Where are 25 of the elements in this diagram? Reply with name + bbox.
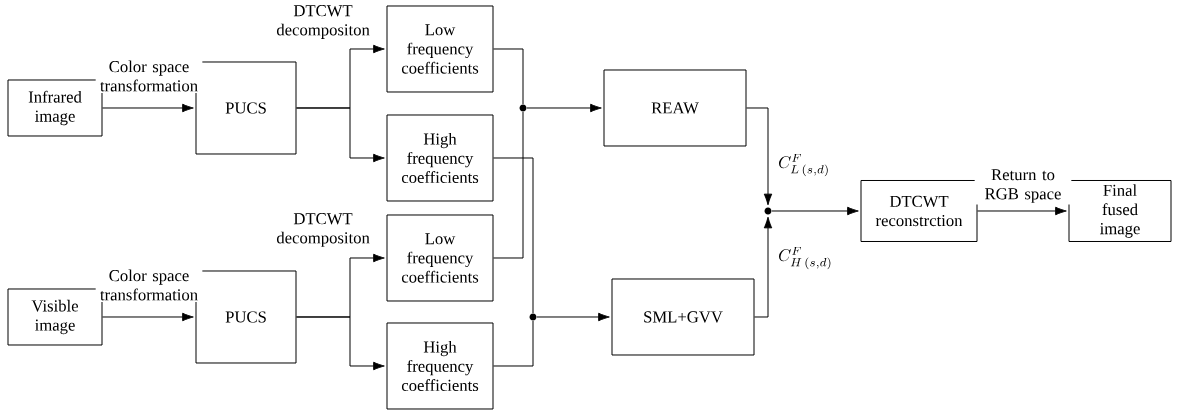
- process-box: High frequency coefficients: [386, 322, 494, 410]
- arrow: [102, 312, 194, 322]
- arrow: [296, 316, 385, 371]
- process-box: High frequency coefficients: [386, 114, 494, 202]
- process-box: DTCWT reconstrction: [860, 180, 978, 242]
- arrow: [771, 206, 859, 216]
- process-box: Low frequency coefficients: [386, 5, 494, 93]
- edge-label: $C^{F}_{L\,(s,d)}$: [776, 152, 832, 178]
- arrow: [102, 103, 194, 113]
- edge-label: Color space transformation: [95, 267, 203, 303]
- arrow: [746, 107, 773, 206]
- arrow: [296, 107, 385, 163]
- arrow: [754, 216, 773, 318]
- edge-label: DTCWT decompositon: [274, 211, 372, 249]
- edge-label: $C^{F}_{H\,(s,d)}$: [776, 245, 835, 271]
- arrow: [536, 312, 610, 322]
- process-box: SML+GVV: [611, 278, 755, 356]
- arrow: [526, 103, 602, 113]
- edge-label: Return to RGB space: [974, 167, 1072, 205]
- process-box: Low frequency coefficients: [386, 214, 494, 302]
- process-box: REAW: [603, 69, 747, 147]
- process-box: Final fused image: [1068, 180, 1172, 242]
- edge-label: DTCWT decompositon: [274, 3, 372, 41]
- arrow: [977, 206, 1067, 216]
- edge-label: Color space transformation: [95, 58, 203, 94]
